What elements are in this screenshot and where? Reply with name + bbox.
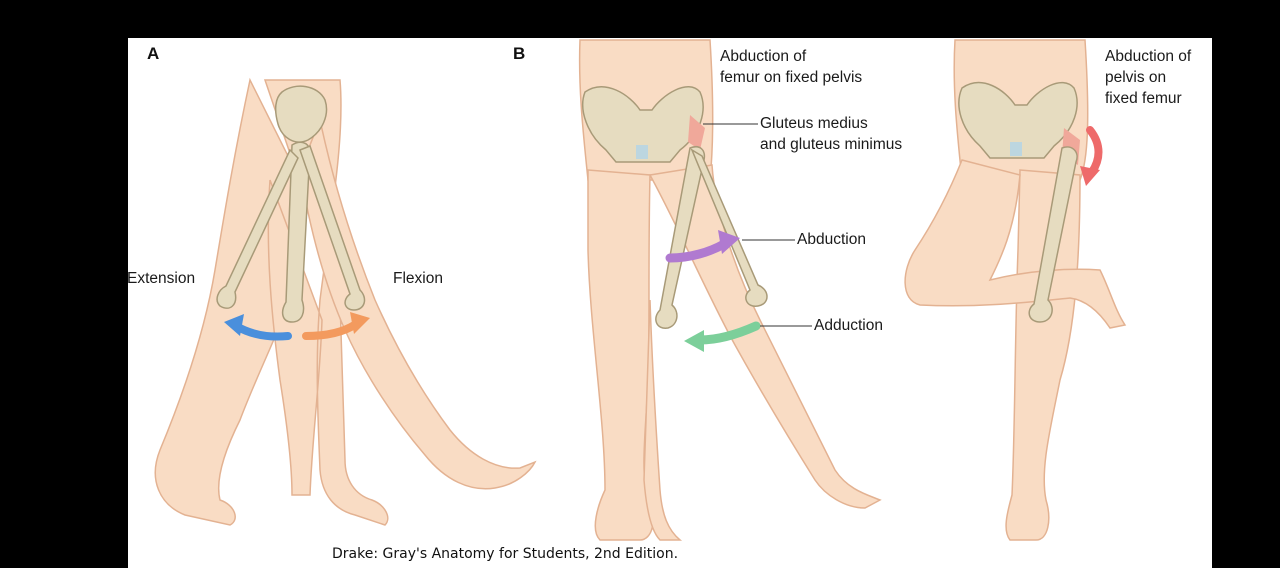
label-flexion: Flexion [393, 270, 443, 287]
panel-a-illustration [154, 77, 537, 526]
panel-a-pelvis [274, 85, 328, 143]
panel-b2-sacrum [1010, 142, 1022, 156]
panel-b2-bent-leg [904, 159, 1127, 329]
figure-credit: Drake: Gray's Anatomy for Students, 2nd … [332, 546, 679, 562]
label-gluteus-line1: Gluteus medius [760, 115, 868, 132]
panel-label-b: B [513, 44, 526, 63]
label-abduction-pelvis-line3: fixed femur [1105, 90, 1182, 107]
panel-b-femur-figure [578, 39, 882, 541]
panel-a-femur-left [216, 148, 299, 309]
extension-arrow-head [224, 314, 244, 336]
abduction-arrow [665, 239, 729, 263]
label-abduction-pelvis-line1: Abduction of [1105, 48, 1192, 65]
panel-b-pelvis-figure [904, 39, 1127, 541]
panel-label-a: A [147, 44, 160, 63]
adduction-arrow [695, 321, 761, 345]
label-extension: Extension [127, 270, 196, 287]
label-adduction: Adduction [814, 317, 883, 334]
panel-b-femur-left [655, 146, 706, 329]
label-gluteus-line2: and gluteus minimus [760, 136, 903, 153]
label-abduction-femur-line2: femur on fixed pelvis [720, 69, 863, 86]
panel-b2-femur [1028, 146, 1078, 323]
abduction-arrow-head [718, 230, 740, 254]
flexion-arrow-head [350, 312, 370, 334]
panel-a-femur-right [299, 145, 366, 311]
panel-b-pelvis [582, 86, 704, 163]
panel-a-femur-center [281, 141, 311, 323]
label-abduction-femur-line1: Abduction of [720, 48, 807, 65]
panel-b-femur-right [690, 148, 768, 307]
label-abduction-pelvis-line2: pelvis on [1105, 69, 1167, 86]
panel-b-sacrum [636, 145, 648, 159]
label-abduction: Abduction [797, 231, 866, 248]
panel-b2-pelvis [958, 82, 1078, 159]
panel-b-gluteus-muscle [688, 115, 705, 150]
adduction-arrow-head [684, 330, 704, 352]
panel-b2-standing-leg [1005, 169, 1081, 541]
pelvis-arrow-head [1080, 166, 1100, 186]
